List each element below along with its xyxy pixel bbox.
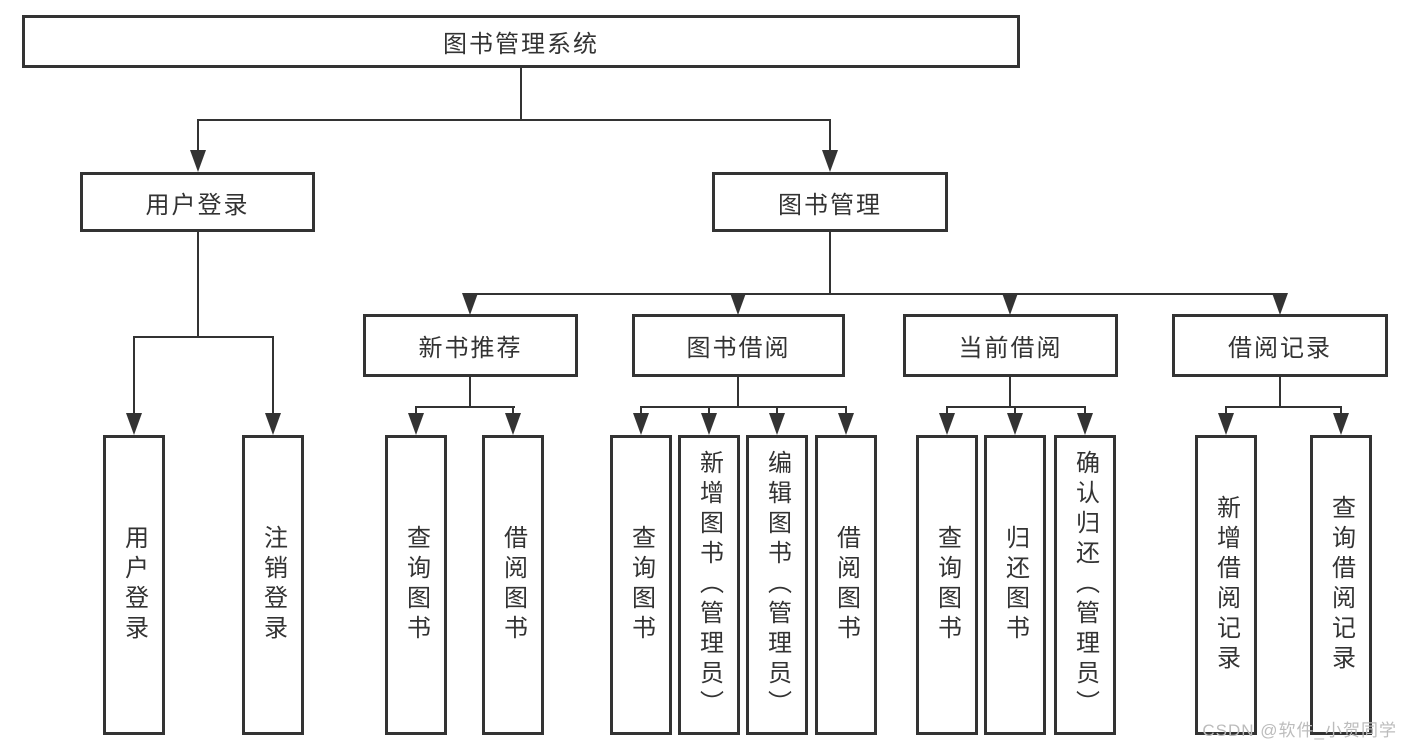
arrowhead-borrow-query — [633, 413, 649, 435]
leaf-current-return-book-label: 归还图书 — [1001, 525, 1029, 645]
connector-drop-recommend-query — [415, 406, 417, 415]
connector-drop-record-add — [1225, 406, 1227, 415]
leaf-borrow-add-book-admin-label: 新增图书（管理员） — [695, 450, 723, 720]
arrowhead-recommend-borrow — [505, 413, 521, 435]
node-new-book-recommend: 新书推荐 — [363, 314, 578, 377]
connector-borrow-rail — [640, 406, 847, 408]
arrowhead-current-return — [1007, 413, 1023, 435]
leaf-logout-label: 注销登录 — [259, 525, 287, 645]
connector-user-login-stem — [197, 232, 199, 338]
arrowhead-current-confirm — [1077, 413, 1093, 435]
node-user-login: 用户登录 — [80, 172, 315, 232]
connector-book-mgmt-stem — [829, 232, 831, 295]
connector-recommend-rail — [415, 406, 515, 408]
node-library-management-system: 图书管理系统 — [22, 15, 1020, 68]
leaf-logout: 注销登录 — [242, 435, 304, 735]
arrowhead-record-add — [1218, 413, 1234, 435]
arrowhead-book-borrow — [730, 293, 746, 315]
node-borrow-record: 借阅记录 — [1172, 314, 1388, 377]
arrowhead-leaf-login — [126, 413, 142, 435]
arrowhead-current-query — [939, 413, 955, 435]
connector-drop-user-login — [197, 119, 199, 152]
leaf-borrow-query-book-label: 查询图书 — [627, 525, 655, 645]
connector-current-rail — [946, 406, 1086, 408]
arrowhead-new-book-recommend — [462, 293, 478, 315]
connector-drop-leaf-logout — [272, 336, 274, 414]
leaf-borrow-add-book-admin: 新增图书（管理员） — [678, 435, 740, 735]
connector-user-login-rail — [133, 336, 274, 338]
node-book-borrow: 图书借阅 — [632, 314, 845, 377]
node-current-borrow: 当前借阅 — [903, 314, 1118, 377]
csdn-watermark: CSDN @软件_小贺同学 — [1202, 721, 1397, 740]
arrowhead-leaf-logout — [265, 413, 281, 435]
leaf-borrow-query-book: 查询图书 — [610, 435, 672, 735]
leaf-current-return-book: 归还图书 — [984, 435, 1046, 735]
leaf-recommend-borrow-book: 借阅图书 — [482, 435, 544, 735]
arrowhead-recommend-query — [408, 413, 424, 435]
node-book-management: 图书管理 — [712, 172, 948, 232]
arrowhead-borrow-borrow — [838, 413, 854, 435]
connector-drop-current-query — [946, 406, 948, 415]
connector-record-stem — [1279, 377, 1281, 408]
leaf-borrow-borrow-book-label: 借阅图书 — [832, 525, 860, 645]
connector-level2-rail — [197, 119, 831, 121]
connector-drop-borrow-edit — [776, 406, 778, 415]
connector-drop-current-confirm — [1084, 406, 1086, 415]
arrowhead-borrow-add — [701, 413, 717, 435]
arrowhead-borrow-record — [1272, 293, 1288, 315]
connector-level3-rail — [469, 293, 1281, 295]
connector-drop-record-query — [1340, 406, 1342, 415]
leaf-borrow-borrow-book: 借阅图书 — [815, 435, 877, 735]
connector-drop-book-management — [829, 119, 831, 152]
connector-record-rail — [1225, 406, 1342, 408]
connector-drop-current-return — [1014, 406, 1016, 415]
leaf-user-login-label: 用户登录 — [120, 525, 148, 645]
leaf-record-query-record: 查询借阅记录 — [1310, 435, 1372, 735]
arrowhead-borrow-edit — [769, 413, 785, 435]
connector-root-stem — [520, 68, 522, 121]
leaf-record-query-record-label: 查询借阅记录 — [1327, 495, 1355, 675]
leaf-borrow-edit-book-admin-label: 编辑图书（管理员） — [763, 450, 791, 720]
leaf-current-query-book-label: 查询图书 — [933, 525, 961, 645]
connector-drop-recommend-borrow — [512, 406, 514, 415]
connector-drop-leaf-login — [133, 336, 135, 414]
leaf-recommend-borrow-book-label: 借阅图书 — [499, 525, 527, 645]
leaf-record-add-record: 新增借阅记录 — [1195, 435, 1257, 735]
leaf-current-query-book: 查询图书 — [916, 435, 978, 735]
arrowhead-current-borrow — [1002, 293, 1018, 315]
arrowhead-record-query — [1333, 413, 1349, 435]
connector-drop-borrow-add — [708, 406, 710, 415]
leaf-current-confirm-return-admin-label: 确认归还（管理员） — [1071, 450, 1099, 720]
arrowhead-book-management — [822, 150, 838, 172]
connector-drop-borrow-query — [640, 406, 642, 415]
connector-drop-borrow-borrow — [845, 406, 847, 415]
leaf-current-confirm-return-admin: 确认归还（管理员） — [1054, 435, 1116, 735]
leaf-borrow-edit-book-admin: 编辑图书（管理员） — [746, 435, 808, 735]
arrowhead-user-login — [190, 150, 206, 172]
leaf-recommend-query-book-label: 查询图书 — [402, 525, 430, 645]
connector-borrow-stem — [737, 377, 739, 408]
leaf-recommend-query-book: 查询图书 — [385, 435, 447, 735]
leaf-user-login: 用户登录 — [103, 435, 165, 735]
connector-recommend-stem — [469, 377, 471, 408]
leaf-record-add-record-label: 新增借阅记录 — [1212, 495, 1240, 675]
connector-current-stem — [1009, 377, 1011, 408]
